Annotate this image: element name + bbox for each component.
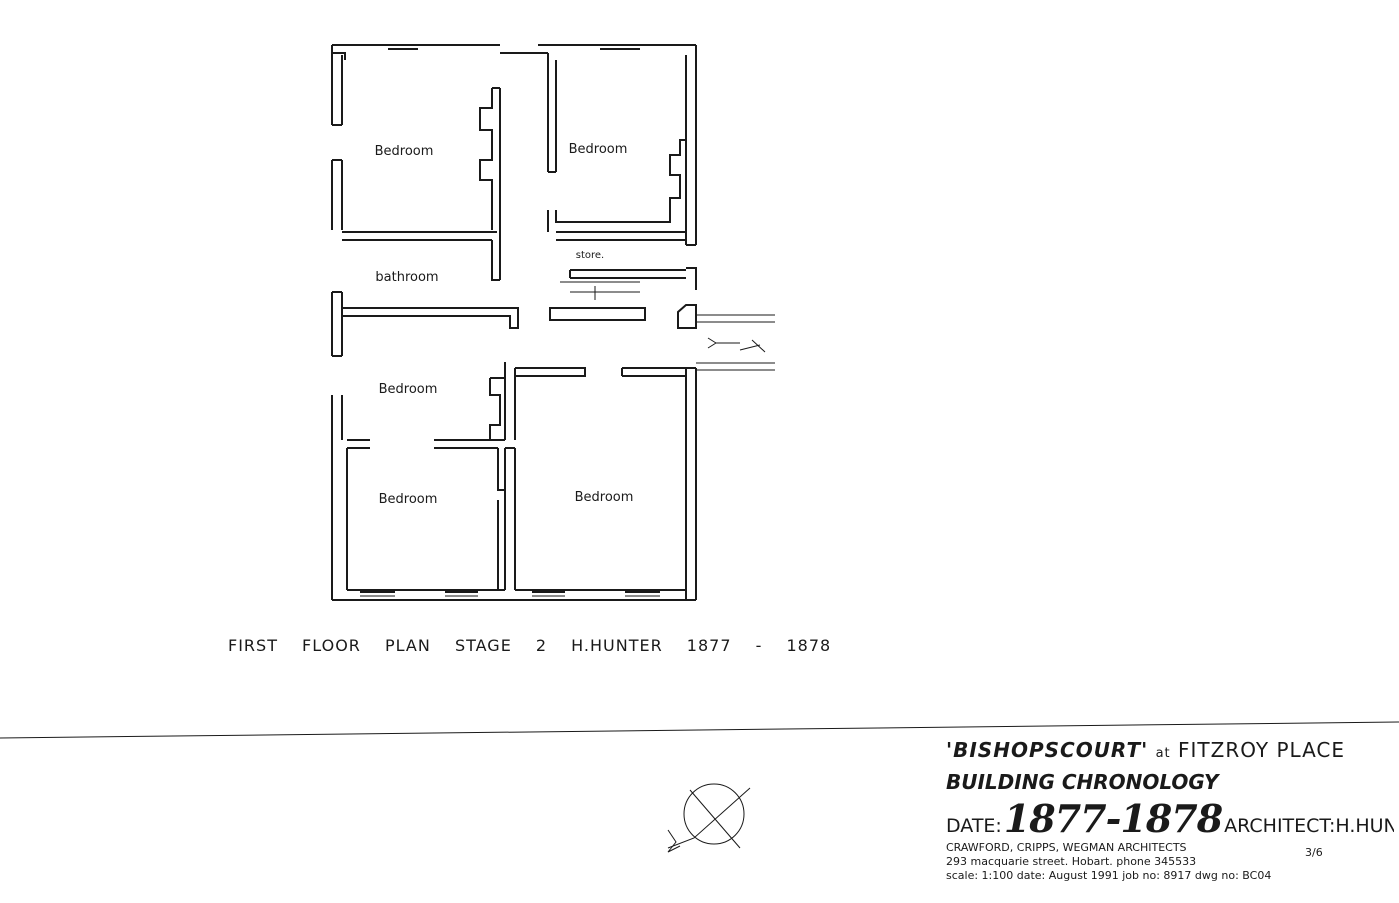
drawing-date: date: August 1991 (1016, 869, 1119, 882)
firm-name: CRAWFORD, CRIPPS, WEGMAN ARCHITECTS (946, 841, 1187, 854)
building-name: 'BISHOPSCOURT' (946, 738, 1149, 762)
outer-walls (331, 44, 697, 601)
room-label-bedroom-w: Bedroom (379, 382, 438, 397)
stair-landing (696, 314, 775, 371)
job-number: job no: 8917 (1122, 869, 1192, 882)
title-building-line: 'BISHOPSCOURT' at FITZROY PLACE (946, 738, 1394, 762)
firm-address: 293 macquarie street. Hobart. phone 3455… (946, 855, 1197, 868)
room-label-bedroom-ne: Bedroom (569, 142, 628, 157)
room-label-bedroom-nw: Bedroom (375, 144, 434, 159)
room-label-bedroom-sw: Bedroom (379, 492, 438, 507)
drawing-scale: scale: 1:100 (946, 869, 1014, 882)
building-at: at (1155, 746, 1171, 761)
caption-architect: H.HUNTER (571, 636, 663, 655)
plan-caption: FIRST FLOOR PLAN STAGE 2 H.HUNTER 1877 -… (228, 636, 831, 655)
north-arrow-icon (667, 783, 751, 853)
date-architect-line: DATE: 1877-1878 ARCHITECT: H.HUNTER (946, 796, 1394, 841)
building-place: FITZROY PLACE (1178, 738, 1346, 762)
date-label: DATE: (946, 815, 1002, 837)
caption-stage: STAGE 2 (454, 636, 548, 655)
drawing-number: dwg no: BC04 (1194, 869, 1272, 882)
room-label-store: store. (576, 250, 604, 261)
title-block: 'BISHOPSCOURT' at FITZROY PLACE BUILDING… (946, 738, 1394, 883)
architect-value: H.HUNTER (1335, 815, 1394, 837)
room-label-bedroom-se: Bedroom (575, 490, 634, 505)
date-value: 1877-1878 (1003, 796, 1223, 841)
caption-years: 1877 - 1878 (686, 636, 832, 655)
title-divider-line (0, 721, 1399, 739)
room-label-bathroom: bathroom (375, 270, 438, 285)
architect-label: ARCHITECT: (1224, 815, 1336, 837)
sheet-number: 3/6 (1305, 846, 1323, 859)
building-chronology: BUILDING CHRONOLOGY (946, 770, 1219, 794)
drawing-info: scale: 1:100 date: August 1991 job no: 8… (946, 869, 1394, 883)
interior-walls (342, 53, 696, 591)
caption-plan: FIRST FLOOR PLAN (228, 636, 431, 655)
